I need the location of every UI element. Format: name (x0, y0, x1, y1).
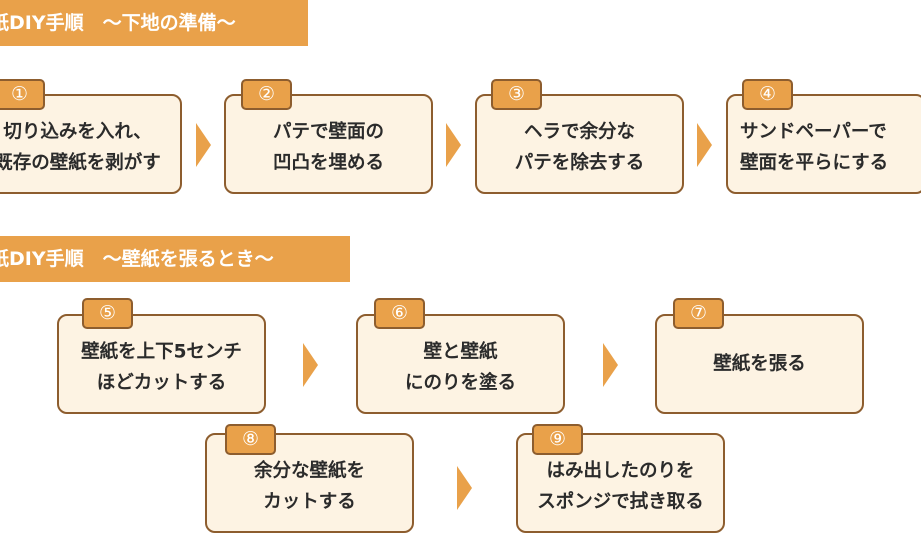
step-2-line-2: 凹凸を埋める (272, 152, 384, 174)
arrow-right-icon (457, 466, 472, 510)
step-card-1: 切り込みを入れ、 既存の壁紙を剥がす (0, 94, 182, 194)
step-badge-3: ③ (491, 79, 542, 110)
step-8-line-2: カットする (263, 491, 356, 513)
step-badge-7: ⑦ (673, 298, 724, 329)
step-3-line-2: パテを除去する (514, 152, 645, 174)
step-9-line-2: スポンジで拭き取る (537, 491, 704, 513)
step-badge-9: ⑨ (532, 424, 583, 455)
step-6-line-1: 壁と壁紙 (423, 341, 498, 363)
section-2-title: 紙DIY手順 〜壁紙を張るとき〜 (0, 247, 274, 270)
step-5-line-1: 壁紙を上下5センチ (81, 341, 242, 363)
section-1-title: 紙DIY手順 〜下地の準備〜 (0, 11, 236, 34)
step-1-line-2: 既存の壁紙を剥がす (0, 152, 161, 174)
step-badge-5: ⑤ (82, 298, 133, 329)
arrow-right-icon (603, 343, 618, 387)
section-2-title-banner: 紙DIY手順 〜壁紙を張るとき〜 (0, 236, 350, 282)
step-badge-2: ② (241, 79, 292, 110)
step-badge-4: ④ (742, 79, 793, 110)
step-4-line-1: サンドペーパーで (740, 121, 887, 143)
step-card-5: 壁紙を上下5センチ ほどカットする (57, 314, 266, 414)
step-2-line-1: パテで壁面の (272, 121, 384, 143)
arrow-right-icon (697, 123, 712, 167)
step-badge-8: ⑧ (225, 424, 276, 455)
step-8-line-1: 余分な壁紙を (253, 460, 365, 482)
step-3-line-1: ヘラで余分な (523, 121, 635, 143)
step-9-line-1: はみ出したのりを (546, 460, 695, 482)
step-card-7: 壁紙を張る (655, 314, 864, 414)
step-badge-6: ⑥ (374, 298, 425, 329)
step-5-line-2: ほどカットする (96, 372, 227, 394)
section-1-title-banner: 紙DIY手順 〜下地の準備〜 (0, 0, 308, 46)
step-card-2: パテで壁面の 凹凸を埋める (224, 94, 433, 194)
step-card-3: ヘラで余分な パテを除去する (475, 94, 684, 194)
step-4-line-2: 壁面を平らにする (740, 152, 889, 174)
arrow-right-icon (446, 123, 461, 167)
step-card-6: 壁と壁紙 にのりを塗る (356, 314, 565, 414)
arrow-right-icon (196, 123, 211, 167)
step-7-line-1: 壁紙を張る (713, 353, 806, 375)
step-6-line-2: にのりを塗る (404, 372, 516, 394)
step-card-4: サンドペーパーで 壁面を平らにする (726, 94, 921, 194)
step-1-line-1: 切り込みを入れ、 (3, 121, 152, 143)
arrow-right-icon (303, 343, 318, 387)
step-badge-1: ① (0, 79, 45, 110)
